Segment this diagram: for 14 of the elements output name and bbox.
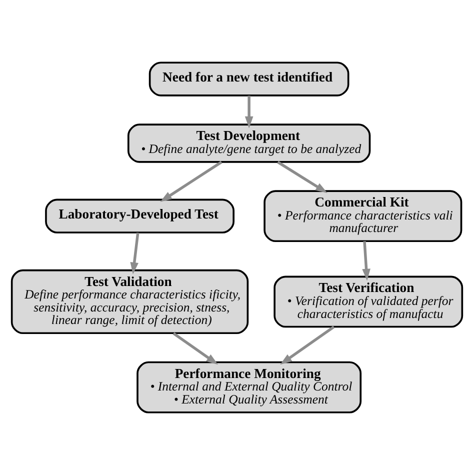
node-box: Commercial Kit • Performance characteristics vali manufacturer — [264, 190, 462, 242]
node-box: Test Development • Define analyte/gene target to be analyzed — [127, 123, 371, 162]
node-box: Test Verification • Verification of validated perfor characteristics of manufactu — [274, 275, 464, 328]
node-box: Performance Monitoring • Internal and External Quality Control • External Quality Assessment — [136, 360, 362, 413]
arrow — [277, 160, 328, 192]
node-box: Test Validation Define performance characteristics ificity, sensitivity, accuracy, precision, stness, linear range, limit of detection) — [10, 268, 249, 334]
arrow — [362, 240, 370, 280]
node-box: Laboratory-Developed Test — [45, 198, 234, 233]
arrow — [280, 325, 335, 364]
arrow — [172, 332, 218, 364]
node-box: Need for a new test identified — [148, 61, 350, 96]
arrow — [244, 95, 254, 128]
arrow — [160, 160, 222, 202]
arrow — [130, 232, 140, 274]
